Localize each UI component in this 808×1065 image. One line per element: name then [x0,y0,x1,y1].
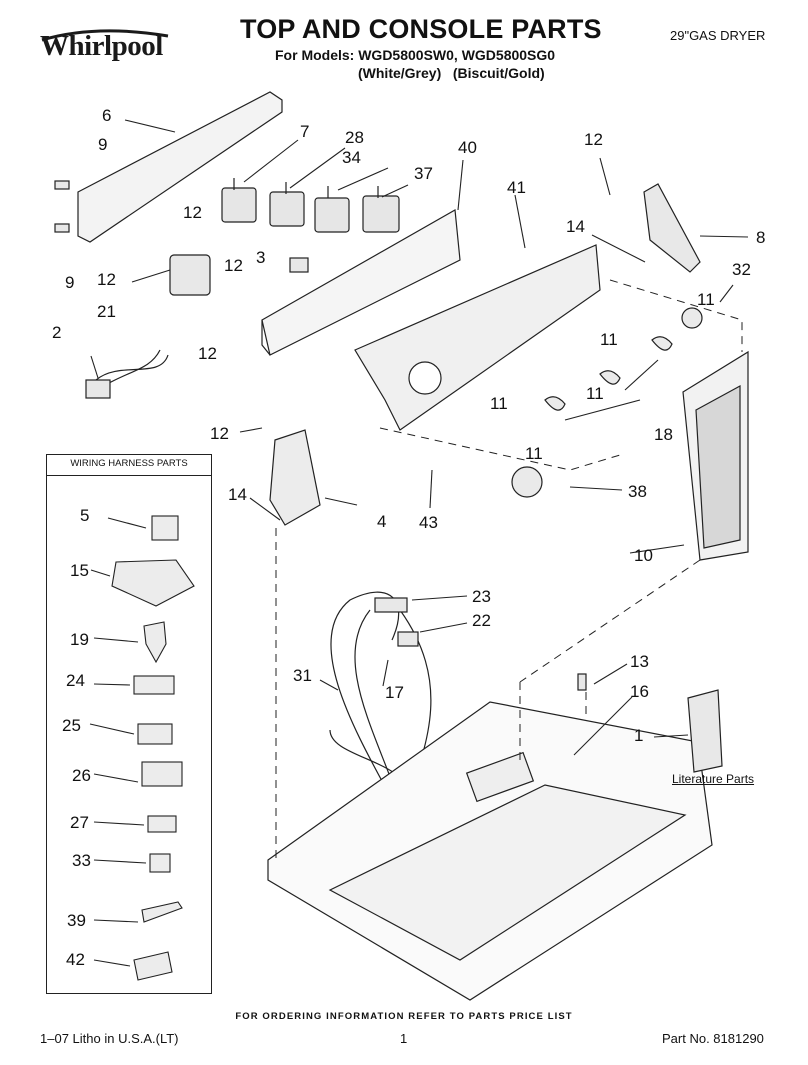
callout-38: 38 [628,482,647,501]
harness-label-25: 25 [62,716,81,735]
colors-line: (White/Grey) (Biscuit/Gold) [358,65,545,81]
harness-part-25 [89,723,173,745]
callout-16: 16 [630,682,649,701]
wiring-harness-title-rule [46,475,212,476]
part-13 [577,673,587,691]
part-knobs [511,307,703,498]
part-16-top-panel [267,701,713,1001]
callout-40: 40 [458,138,477,157]
harness-part-39 [93,901,183,923]
models-line: For Models: WGD5800SW0, WGD5800SG0 [275,47,556,63]
harness-part-33 [93,853,171,873]
part-4 [269,429,321,526]
callout-17: 17 [385,683,404,702]
litho-line: 1–07 Litho in U.S.A.(LT) [40,1031,179,1046]
part-40-console-back [261,209,461,356]
callout-37: 37 [414,164,433,183]
wiring-harness-parts-drawing [89,515,195,981]
callout-10: 10 [634,546,653,565]
callout-12-left4: 12 [198,344,217,363]
callout-12-top-right: 12 [584,130,603,149]
callout-2: 2 [52,323,62,342]
part-8-endcap [643,183,701,273]
part-21 [169,254,211,296]
literature-parts-label: Literature Parts [672,772,755,786]
callout-31: 31 [293,666,312,685]
callout-12-left3: 12 [224,256,243,275]
part-3 [289,257,309,273]
harness-part-5 [107,515,179,541]
callout-28: 28 [345,128,364,147]
callout-4: 4 [377,512,387,531]
part-6-bracket [77,91,283,243]
callout-12-left1: 12 [183,203,202,222]
harness-label-5: 5 [80,506,90,525]
harness-part-24 [93,675,175,695]
callout-22: 22 [472,611,491,630]
callout-14-mid: 14 [228,485,247,504]
harness-part-15 [90,559,195,607]
part-number: Part No. 8181290 [662,1031,764,1046]
part-41-console-front [354,244,601,431]
harness-part-42 [93,951,173,981]
harness-part-19 [93,621,167,664]
harness-label-27: 27 [70,813,89,832]
part-1-literature [687,689,723,773]
page-title: TOP AND CONSOLE PARTS [240,14,602,44]
callout-13: 13 [630,652,649,671]
callout-9-top: 9 [98,135,108,154]
harness-label-33: 33 [72,851,91,870]
harness-part-26 [93,761,183,787]
callout-34: 34 [342,148,361,167]
part-switches [221,178,400,233]
harness-label-24: 24 [66,671,85,690]
callout-8: 8 [756,228,766,247]
callout-12-left2: 12 [97,270,116,289]
callout-41: 41 [507,178,526,197]
callout-11-e: 11 [525,444,543,463]
callout-32: 32 [732,260,751,279]
part-2-harness [85,349,169,399]
callout-23: 23 [472,587,491,606]
harness-part-27 [93,815,177,833]
harness-label-42: 42 [66,950,85,969]
logo-swoosh [41,29,169,42]
harness-label-26: 26 [72,766,91,785]
harness-label-19: 19 [70,630,89,649]
page-number: 1 [400,1031,408,1046]
callout-1: 1 [634,726,644,745]
callout-7: 7 [300,122,310,141]
harness-label-15: 15 [70,561,89,580]
callout-9-bottom: 9 [65,273,75,292]
callout-6: 6 [102,106,112,125]
callout-11-d: 11 [490,394,508,413]
callout-3: 3 [256,248,266,267]
wiring-harness-box [46,454,212,994]
callout-11-c: 11 [586,384,604,403]
wiring-harness-title: WIRING HARNESS PARTS [70,458,188,469]
callout-11-b: 11 [600,330,618,349]
callout-14-top: 14 [566,217,585,236]
callout-18: 18 [654,425,673,444]
callout-12-mid: 12 [210,424,229,443]
product-type: 29"GAS DRYER [670,28,766,43]
callout-11-a: 11 [697,290,715,309]
harness-label-39: 39 [67,911,86,930]
callout-21: 21 [97,302,116,321]
ordering-note: FOR ORDERING INFORMATION REFER TO PARTS … [235,1011,573,1022]
part-10-lint-screen [682,350,749,561]
part-9-screws [54,180,70,233]
callout-43: 43 [419,513,438,532]
